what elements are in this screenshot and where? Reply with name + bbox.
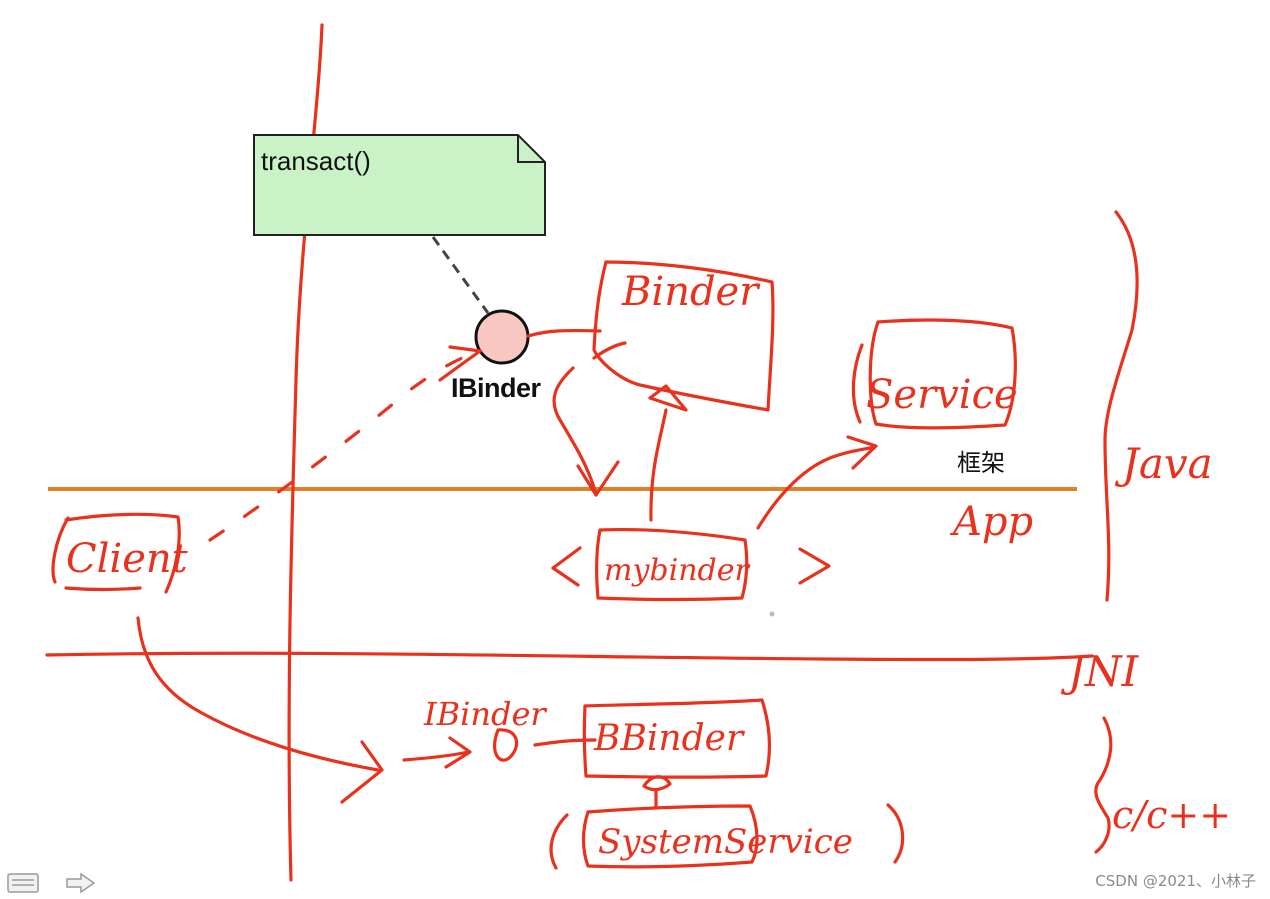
player-controls bbox=[6, 871, 98, 895]
app-handwritten: App bbox=[949, 499, 1033, 545]
native-arrow bbox=[402, 750, 470, 762]
systemservice-box bbox=[581, 804, 759, 869]
service-box bbox=[868, 318, 1017, 430]
transact-note: transact() bbox=[253, 134, 546, 236]
java-handwritten: Java bbox=[1114, 439, 1213, 488]
ibinder-stick bbox=[526, 328, 602, 338]
jni-handwritten: JNI bbox=[1060, 647, 1140, 696]
mybinder-bracket-left bbox=[551, 546, 582, 587]
note-text: transact() bbox=[261, 146, 371, 176]
ibinder-to-mybinder-arrow bbox=[552, 366, 598, 497]
next-arrow-icon[interactable] bbox=[64, 871, 98, 895]
client-handwritten: Client bbox=[66, 536, 189, 582]
ibinder-label: IBinder bbox=[451, 373, 542, 403]
watermark: CSDN @2021、小林子 bbox=[1095, 872, 1256, 890]
client-to-native-arrow bbox=[136, 616, 380, 772]
ibinder-interface-ball bbox=[474, 309, 530, 365]
native-ibinder-ball bbox=[492, 728, 519, 762]
bbinder-box bbox=[582, 698, 772, 779]
cpp-brace bbox=[1094, 716, 1113, 854]
jni-divider bbox=[45, 651, 1094, 662]
stray-mark bbox=[769, 611, 775, 617]
framework-label: 框架 bbox=[957, 449, 1005, 477]
binder-box bbox=[592, 260, 775, 412]
note-connector bbox=[431, 236, 490, 314]
inheritance-triangle bbox=[648, 384, 688, 412]
slides-icon[interactable] bbox=[6, 871, 40, 895]
native-inheritance bbox=[642, 775, 672, 792]
systemservice-bracket bbox=[549, 813, 569, 870]
mybinder-to-service-arrow bbox=[756, 445, 877, 530]
mybinder-box bbox=[595, 527, 749, 602]
java-brace bbox=[1103, 210, 1139, 602]
cpp-handwritten: c/c++ bbox=[1112, 793, 1231, 837]
binder-handwritten: Binder bbox=[621, 269, 761, 315]
service-handwritten: Service bbox=[866, 372, 1018, 418]
mybinder-handwritten: mybinder bbox=[604, 553, 750, 588]
ibinder-native-handwritten: IBinder bbox=[423, 695, 547, 733]
client-box bbox=[64, 512, 181, 594]
systemservice-handwritten: SystemService bbox=[598, 822, 853, 862]
bbinder-handwritten: BBinder bbox=[593, 718, 745, 759]
mybinder-bracket-right bbox=[798, 547, 831, 585]
client-to-ibinder-call bbox=[208, 348, 486, 542]
